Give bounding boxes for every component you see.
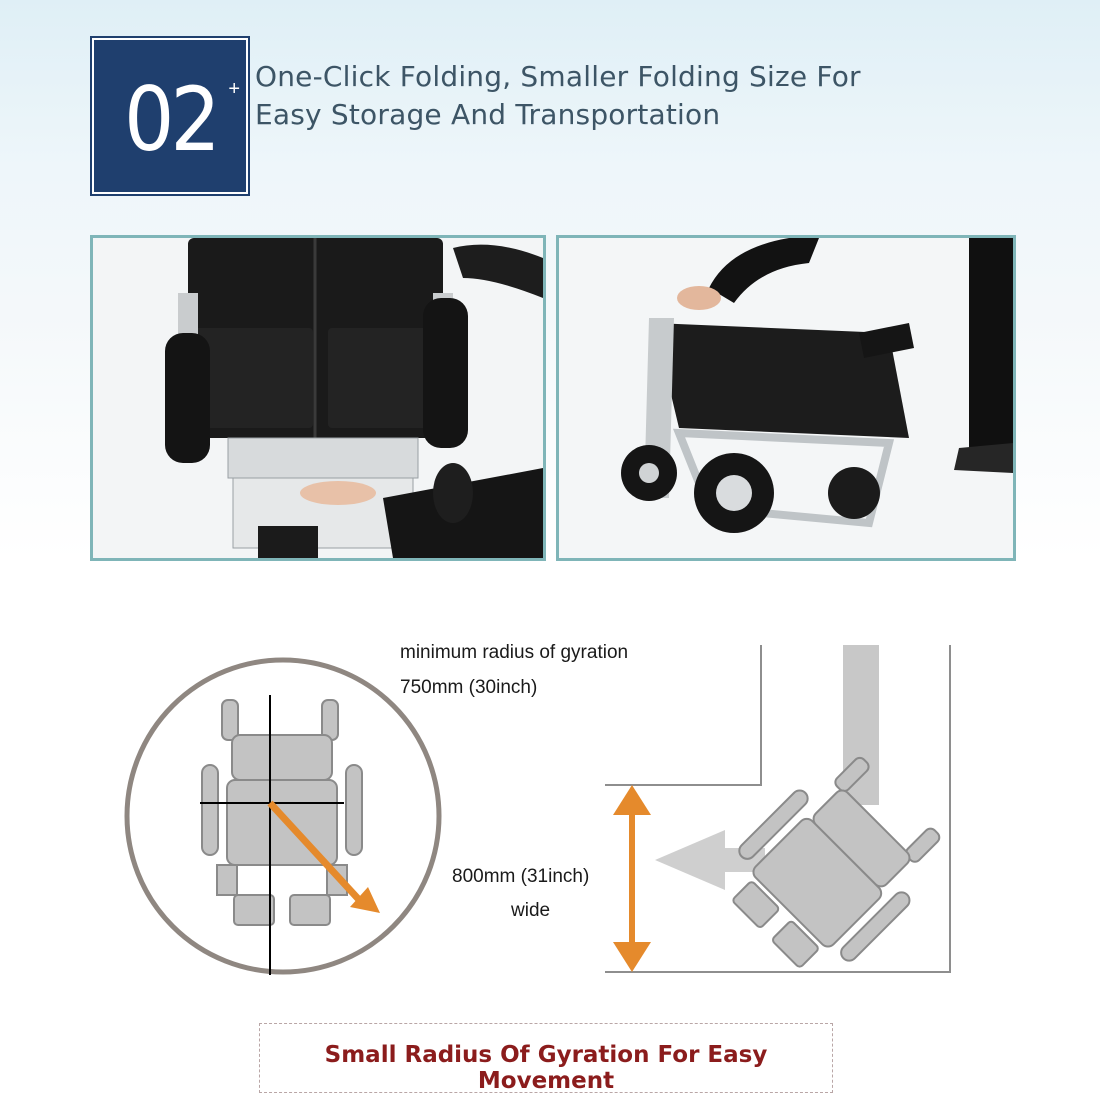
step-number-badge: 02 +	[92, 38, 248, 194]
turning-radius-diagram	[124, 657, 442, 975]
step-number: 02	[124, 68, 221, 171]
folding-wheelchair-illustration	[93, 238, 543, 558]
radius-value: 750mm (30inch)	[400, 677, 538, 698]
feature-headline: One-Click Folding, Smaller Folding Size …	[255, 58, 861, 134]
caption-text: Small Radius Of Gyration For Easy Moveme…	[324, 1042, 768, 1094]
plus-mark: +	[228, 78, 240, 100]
photo-folding-backrest	[90, 235, 546, 561]
caption-box: Small Radius Of Gyration For Easy Moveme…	[259, 1023, 833, 1094]
photo-folded-wheelchair	[556, 235, 1016, 561]
radius-label: minimum radius of gyration	[400, 642, 629, 663]
headline-line-2: Easy Storage And Transportation	[255, 98, 721, 131]
folded-wheelchair-illustration	[559, 238, 1013, 558]
headline-line-1: One-Click Folding, Smaller Folding Size …	[255, 60, 861, 93]
width-label: wide	[511, 900, 551, 921]
corridor-diagram	[605, 645, 951, 973]
width-value: 800mm (31inch)	[452, 866, 590, 887]
